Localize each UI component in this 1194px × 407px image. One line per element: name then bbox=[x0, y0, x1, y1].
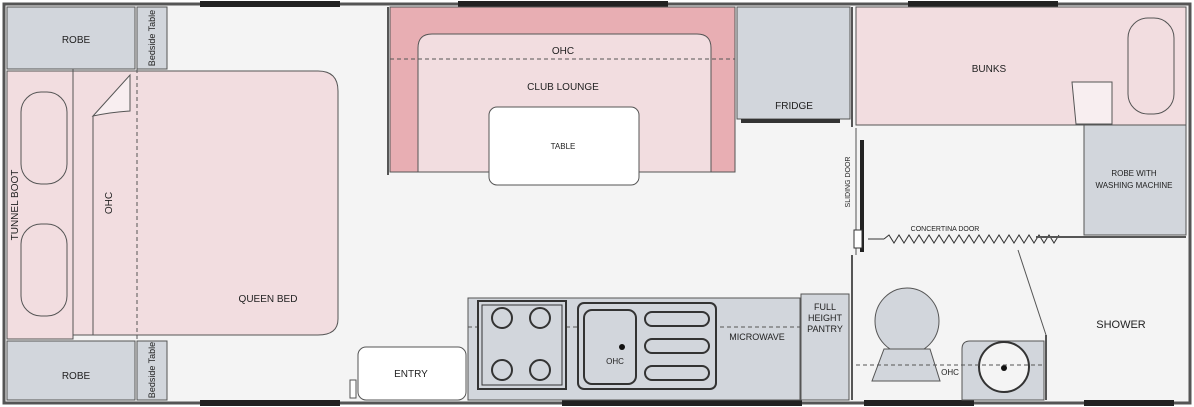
burner-2 bbox=[529, 307, 551, 329]
robe-washing-machine bbox=[1083, 124, 1187, 236]
label-bedside-bottom: Bedside Table bbox=[147, 342, 157, 398]
window-top-2 bbox=[458, 1, 668, 7]
label-club-lounge: CLUB LOUNGE bbox=[527, 82, 599, 93]
window-bottom-1 bbox=[200, 400, 340, 406]
label-sliding-door: SLIDING DOOR bbox=[845, 157, 852, 208]
sink-bowl bbox=[583, 309, 637, 385]
burner-1 bbox=[491, 307, 513, 329]
full-height-pantry bbox=[800, 293, 850, 401]
sink-drain bbox=[619, 344, 625, 350]
drainer-rib-3 bbox=[644, 365, 710, 381]
label-pantry-2: HEIGHT bbox=[808, 313, 843, 323]
dining-table bbox=[488, 106, 640, 186]
tunnel-boot-pillow-1 bbox=[20, 91, 68, 185]
bedside-table-bottom bbox=[136, 340, 168, 401]
window-top-3 bbox=[908, 1, 1058, 7]
label-ohc-lounge: OHC bbox=[552, 46, 574, 57]
label-table: TABLE bbox=[551, 142, 576, 151]
label-tunnel-boot: TUNNEL BOOT bbox=[10, 170, 21, 241]
queen-bed bbox=[72, 70, 339, 336]
label-concertina-door: CONCERTINA DOOR bbox=[911, 226, 980, 233]
concertina-door bbox=[883, 234, 1060, 244]
door-jamb bbox=[853, 229, 863, 249]
label-shower: SHOWER bbox=[1096, 319, 1146, 331]
label-ohc-kitchen: OHC bbox=[606, 357, 624, 366]
drainer-rib-2 bbox=[644, 338, 710, 354]
burner-3 bbox=[491, 359, 513, 381]
window-bottom-2 bbox=[562, 400, 802, 406]
label-ohc-bed: OHC bbox=[104, 192, 115, 214]
window-top-1 bbox=[200, 1, 340, 7]
robe-bottom bbox=[6, 340, 136, 401]
label-pantry-3: PANTRY bbox=[807, 324, 843, 334]
label-fridge: FRIDGE bbox=[775, 101, 813, 112]
windows bbox=[200, 1, 1174, 406]
window-bottom-4 bbox=[1084, 400, 1174, 406]
basin-drain bbox=[1001, 365, 1007, 371]
entry-step bbox=[349, 379, 357, 399]
label-ohc-bathroom: OHC bbox=[941, 368, 959, 377]
tunnel-boot-pillow-2 bbox=[20, 223, 68, 317]
entry-door bbox=[357, 346, 467, 401]
cooktop bbox=[477, 300, 567, 390]
label-entry: ENTRY bbox=[394, 369, 428, 380]
bedside-table-top bbox=[136, 6, 168, 70]
label-pantry-1: FULL bbox=[814, 302, 836, 312]
toilet-bowl bbox=[874, 287, 940, 355]
label-microwave: MICROWAVE bbox=[729, 332, 785, 342]
label-robe-washing-2: WASHING MACHINE bbox=[1095, 181, 1172, 190]
bunks-pillow bbox=[1127, 17, 1175, 115]
label-robe-washing-1: ROBE WITH bbox=[1111, 169, 1157, 178]
fridge-base bbox=[741, 119, 840, 123]
label-bunks: BUNKS bbox=[972, 64, 1007, 75]
drainer-rib-1 bbox=[644, 311, 710, 327]
label-bedside-top: Bedside Table bbox=[147, 10, 157, 66]
label-robe-top: ROBE bbox=[62, 35, 91, 46]
bunks-fold bbox=[1071, 81, 1113, 125]
burner-4 bbox=[529, 359, 551, 381]
label-queen-bed: QUEEN BED bbox=[239, 294, 298, 305]
bed-fold bbox=[91, 73, 131, 117]
label-robe-bottom: ROBE bbox=[62, 371, 91, 382]
fridge bbox=[736, 6, 851, 120]
cooktop-inner bbox=[481, 304, 563, 386]
shower-door bbox=[1017, 249, 1047, 336]
window-bottom-3 bbox=[864, 400, 974, 406]
